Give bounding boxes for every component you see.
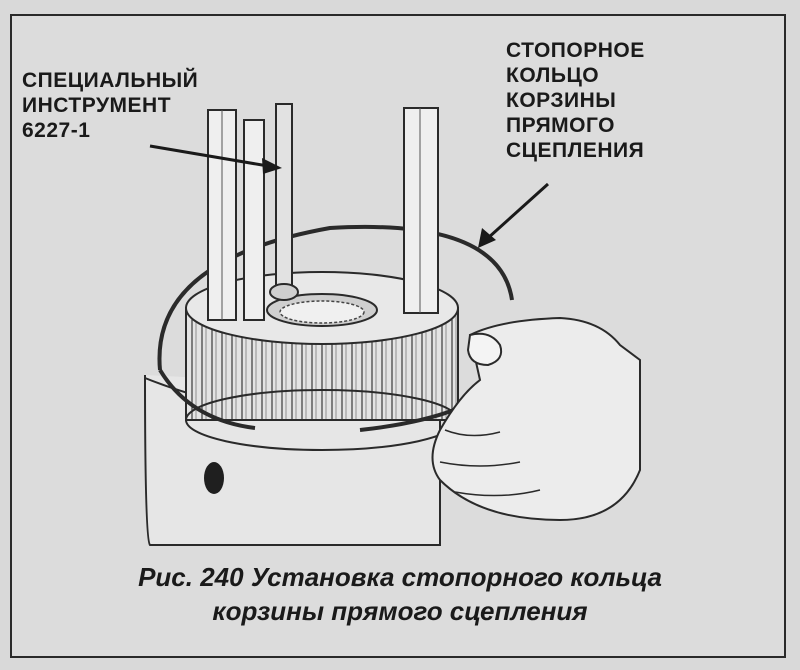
special-tool-label-line: 6227-1 bbox=[22, 119, 91, 142]
tool-leader-arrow bbox=[149, 144, 282, 174]
snap-ring-label-line: ПРЯМОГО bbox=[506, 114, 615, 137]
special-tool-rods bbox=[207, 103, 439, 321]
hand bbox=[431, 316, 641, 522]
snap-ring-label-line: КОЛЬЦО bbox=[506, 64, 600, 87]
special-tool-label: СПЕЦИАЛЬНЫЙ ИНСТРУМЕНТ 6227-1 bbox=[22, 68, 198, 143]
snap-ring-back bbox=[157, 224, 514, 371]
snap-ring-label-line: СТОПОРНОЕ bbox=[506, 39, 645, 62]
figure-caption-line2: корзины прямого сцепления bbox=[212, 596, 588, 626]
clutch-drum bbox=[185, 271, 459, 451]
snap-ring-label: СТОПОРНОЕ КОЛЬЦО КОРЗИНЫ ПРЯМОГО СЦЕПЛЕН… bbox=[506, 38, 645, 163]
figure-caption-line1: Рис. 240 Установка стопорного кольца bbox=[138, 562, 662, 592]
snap-ring-label-line: СЦЕПЛЕНИЯ bbox=[506, 139, 645, 162]
snap-ring-label-line: КОРЗИНЫ bbox=[506, 89, 617, 112]
ring-leader-arrow bbox=[478, 182, 550, 248]
special-tool-label-line: ИНСТРУМЕНТ bbox=[22, 94, 172, 117]
special-tool-label-line: СПЕЦИАЛЬНЫЙ bbox=[22, 69, 199, 92]
housing-hole bbox=[204, 462, 224, 494]
figure-caption: Рис. 240 Установка стопорного кольца кор… bbox=[0, 560, 800, 628]
